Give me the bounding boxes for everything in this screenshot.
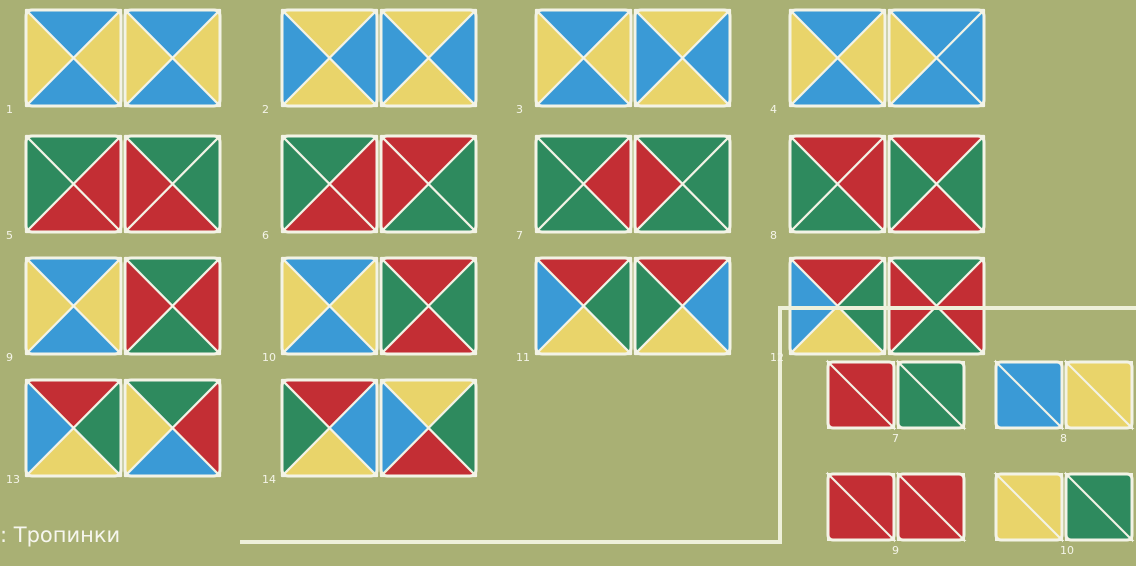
domino-right-tile xyxy=(125,10,220,106)
domino-number: 5 xyxy=(6,230,13,242)
domino-right-tile xyxy=(635,10,730,106)
split-number: 7 xyxy=(892,433,899,445)
domino-number: 14 xyxy=(262,474,276,486)
domino-right-tile xyxy=(889,10,984,106)
domino-number: 13 xyxy=(6,474,20,486)
domino-left-tile xyxy=(26,10,121,106)
section-caption: : Тропинки xyxy=(0,522,120,548)
domino-3 xyxy=(536,10,730,106)
domino-10 xyxy=(282,258,476,354)
split-pair-8 xyxy=(996,362,1132,428)
domino-11 xyxy=(536,258,730,354)
domino-13 xyxy=(26,380,220,476)
domino-right-tile xyxy=(125,136,220,232)
domino-right-tile xyxy=(889,136,984,232)
split-right-tile xyxy=(898,474,964,540)
domino-number: 11 xyxy=(516,352,530,364)
domino-right-tile xyxy=(381,10,476,106)
split-pair-7 xyxy=(828,362,964,428)
domino-8 xyxy=(790,136,984,232)
domino-number: 8 xyxy=(770,230,777,242)
domino-left-tile xyxy=(536,136,631,232)
domino-left-tile xyxy=(282,136,377,232)
domino-number: 4 xyxy=(770,104,777,116)
domino-left-tile xyxy=(536,10,631,106)
split-left-tile xyxy=(996,474,1062,540)
domino-left-tile xyxy=(790,10,885,106)
domino-right-tile xyxy=(125,258,220,354)
domino-right-tile xyxy=(635,136,730,232)
domino-14 xyxy=(282,380,476,476)
domino-left-tile xyxy=(790,136,885,232)
domino-left-tile xyxy=(26,380,121,476)
domino-number: 12 xyxy=(770,352,784,364)
domino-left-tile xyxy=(536,258,631,354)
split-left-tile xyxy=(828,474,894,540)
split-pair-10 xyxy=(996,474,1132,540)
domino-left-tile xyxy=(282,10,377,106)
domino-number: 10 xyxy=(262,352,276,364)
split-pair-9 xyxy=(828,474,964,540)
domino-9 xyxy=(26,258,220,354)
domino-2 xyxy=(282,10,476,106)
domino-right-tile xyxy=(635,258,730,354)
domino-left-tile xyxy=(26,136,121,232)
split-left-tile xyxy=(828,362,894,428)
domino-left-tile xyxy=(26,258,121,354)
domino-7 xyxy=(536,136,730,232)
domino-right-tile xyxy=(381,258,476,354)
domino-5 xyxy=(26,136,220,232)
split-number: 10 xyxy=(1060,545,1074,557)
bottom-divider-line xyxy=(240,540,780,544)
domino-4 xyxy=(790,10,984,106)
domino-left-tile xyxy=(282,258,377,354)
domino-right-tile xyxy=(125,380,220,476)
domino-right-tile xyxy=(381,136,476,232)
split-number: 9 xyxy=(892,545,899,557)
domino-number: 2 xyxy=(262,104,269,116)
split-right-tile xyxy=(898,362,964,428)
domino-left-tile xyxy=(282,380,377,476)
domino-number: 7 xyxy=(516,230,523,242)
split-number: 8 xyxy=(1060,433,1067,445)
domino-6 xyxy=(282,136,476,232)
right-box-top-line xyxy=(778,306,1136,310)
domino-1 xyxy=(26,10,220,106)
domino-right-tile xyxy=(381,380,476,476)
split-right-tile xyxy=(1066,362,1132,428)
domino-number: 9 xyxy=(6,352,13,364)
split-right-tile xyxy=(1066,474,1132,540)
domino-number: 6 xyxy=(262,230,269,242)
domino-number: 1 xyxy=(6,104,13,116)
split-left-tile xyxy=(996,362,1062,428)
domino-number: 3 xyxy=(516,104,523,116)
right-box-left-line xyxy=(778,306,782,544)
